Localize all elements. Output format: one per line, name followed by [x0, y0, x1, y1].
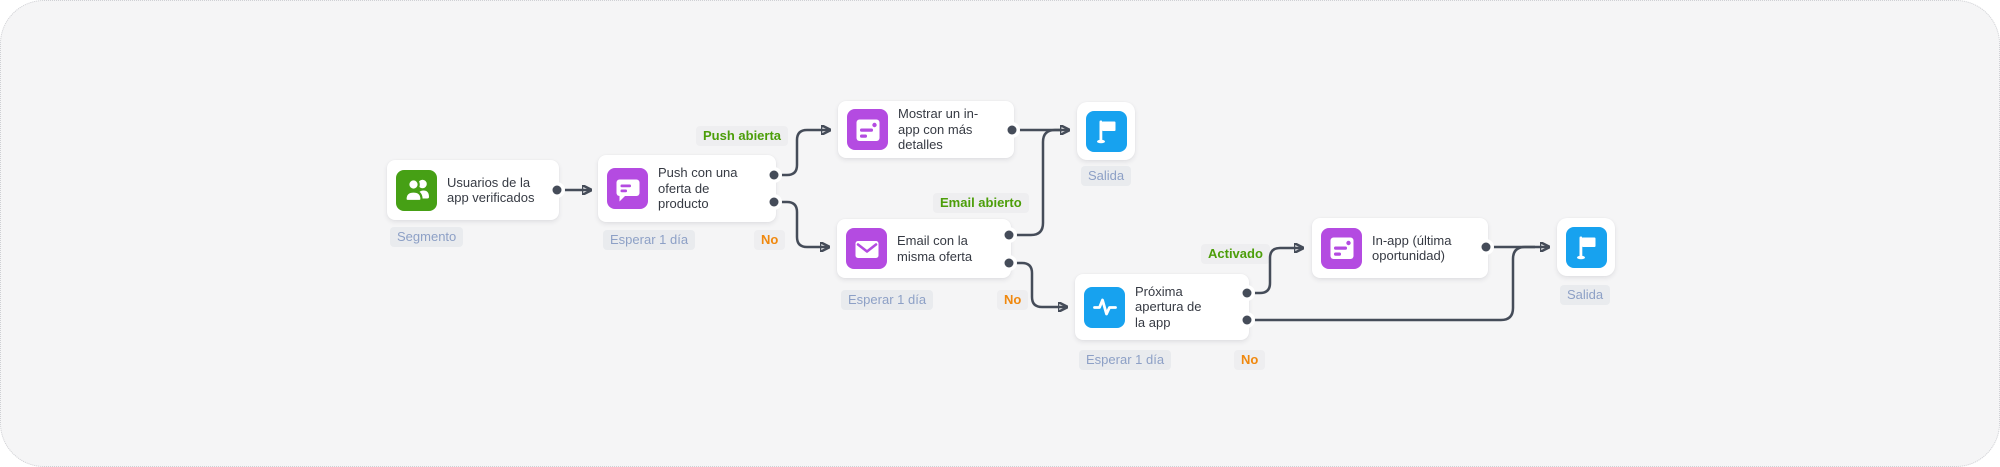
node-next-app-open[interactable]: Próxima apertura de la app — [1075, 274, 1249, 340]
node-inapp-details[interactable]: Mostrar un in- app con más detalles — [838, 101, 1014, 158]
badge-exit-top: Salida — [1081, 166, 1132, 186]
badge-wait-email: Esperar 1 día — [841, 290, 934, 310]
inapp-message-icon — [1321, 227, 1362, 269]
users-icon — [396, 169, 437, 211]
badge-activated: Activado — [1201, 244, 1270, 264]
badge-email-opened: Email abierto — [933, 193, 1029, 213]
node-exit-top[interactable] — [1077, 102, 1135, 160]
flag-icon — [1565, 226, 1607, 268]
node-label: Push con una oferta de producto — [658, 165, 738, 212]
badge-no-email: No — [997, 290, 1029, 310]
node-push-offer[interactable]: Push con una oferta de producto — [598, 155, 776, 222]
pulse-icon — [1084, 286, 1125, 328]
badge-no-push: No — [754, 230, 786, 250]
node-inapp-last-chance[interactable]: In-app (última oportunidad) — [1312, 218, 1488, 278]
node-label: Usuarios de la app verificados — [447, 174, 535, 206]
flag-icon — [1085, 110, 1127, 152]
node-label: Mostrar un in- app con más detalles — [898, 106, 979, 153]
node-segment[interactable]: Usuarios de la app verificados — [387, 160, 559, 220]
badge-no-next-open: No — [1234, 350, 1266, 370]
badge-segment-type: Segmento — [390, 227, 464, 247]
node-email-offer[interactable]: Email con la misma oferta — [837, 219, 1011, 278]
email-icon — [846, 228, 887, 269]
badge-push-opened: Push abierta — [696, 126, 789, 146]
node-exit-final[interactable] — [1557, 218, 1615, 276]
node-label: Email con la misma oferta — [897, 233, 973, 264]
push-notification-icon — [607, 168, 648, 209]
badge-wait-next-open: Esperar 1 día — [1079, 350, 1172, 370]
node-label: Próxima apertura de la app — [1135, 283, 1202, 330]
badge-exit-final: Salida — [1560, 285, 1611, 305]
badge-wait-push: Esperar 1 día — [603, 230, 696, 250]
node-label: In-app (última oportunidad) — [1372, 232, 1452, 264]
inapp-message-icon — [847, 109, 888, 150]
